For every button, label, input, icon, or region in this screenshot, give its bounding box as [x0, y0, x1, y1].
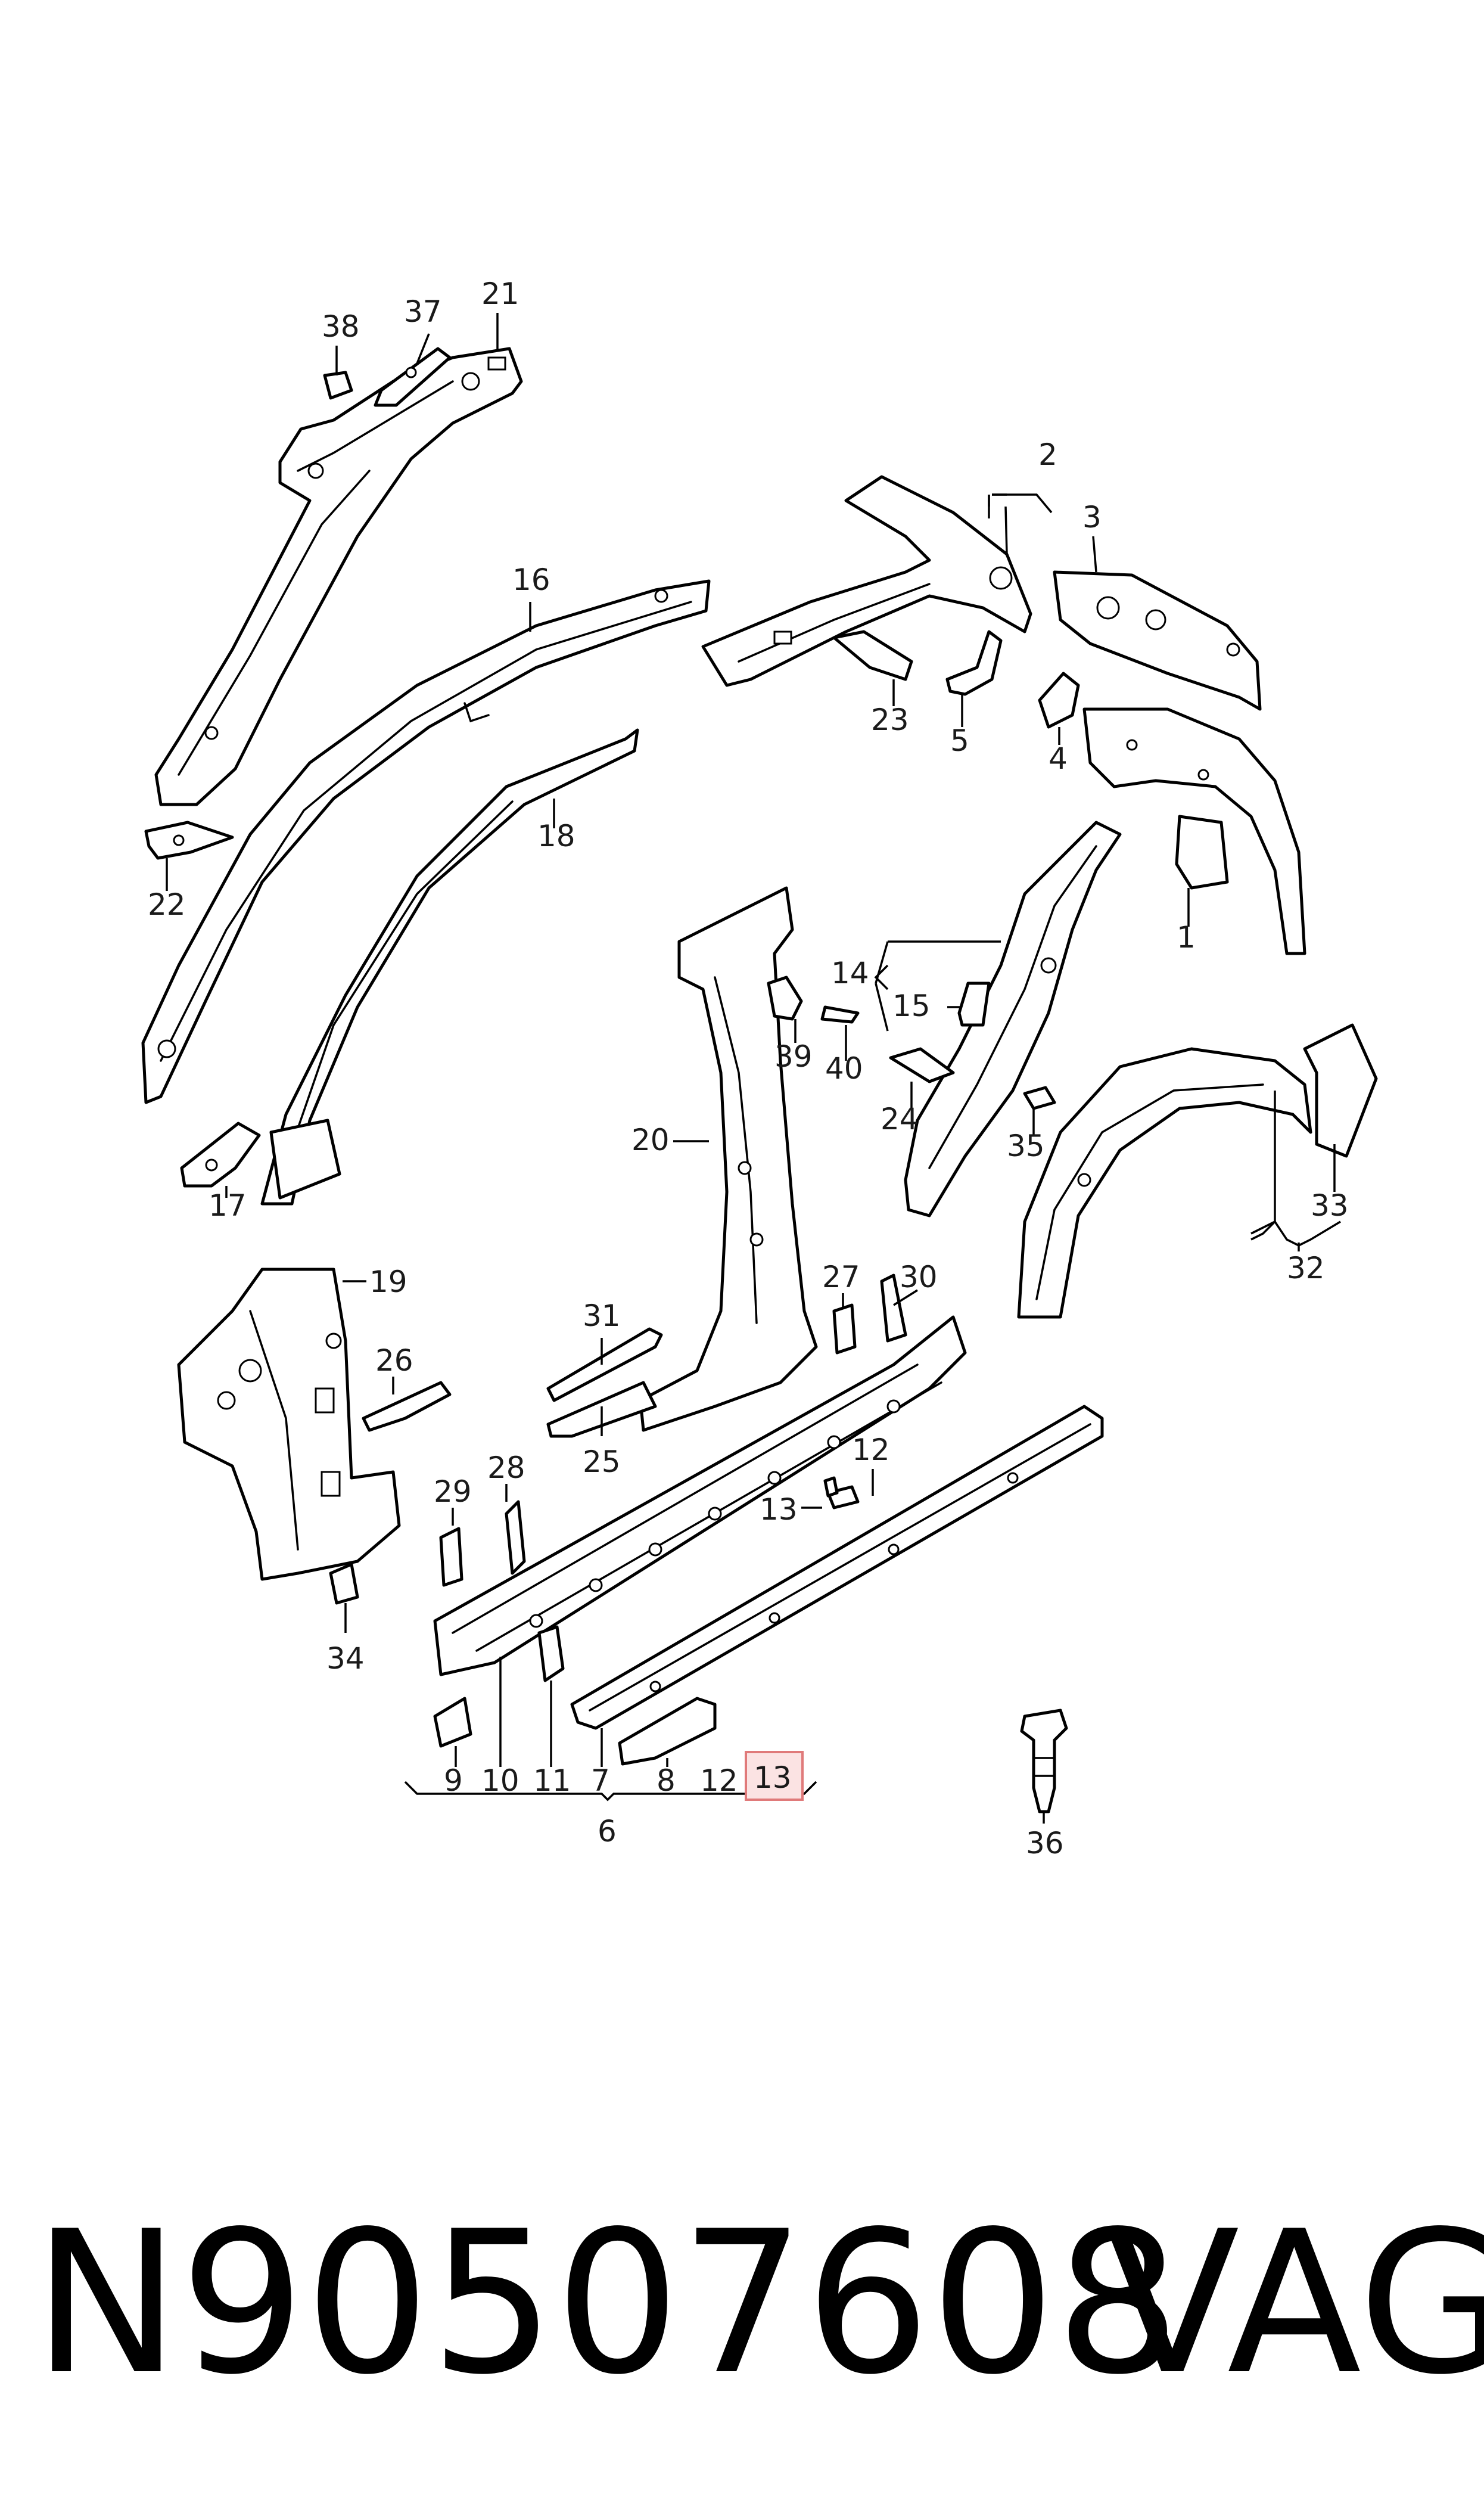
- callout-8: 8: [657, 1763, 676, 1798]
- callout-38: 38: [322, 309, 360, 344]
- callout-27: 27: [822, 1260, 860, 1294]
- part-34-clip: [329, 1563, 359, 1605]
- part-3-rear-panel: [1053, 570, 1262, 711]
- callout-6: 6: [598, 1814, 617, 1849]
- callout-37: 37: [404, 294, 442, 329]
- callout-18: 18: [537, 819, 575, 853]
- part-22-bracket: [144, 821, 234, 860]
- callout-3: 3: [1082, 500, 1102, 535]
- part-8-bracket: [618, 1697, 717, 1766]
- part-39-bracket: [767, 976, 803, 1021]
- callout-17: 17: [209, 1188, 247, 1223]
- part-38-clip: [323, 371, 353, 400]
- callout-11: 11: [533, 1763, 571, 1798]
- part-33-bracket: [1303, 1023, 1378, 1158]
- part-20-b-pillar: [639, 886, 818, 1432]
- highlight-box-13: [745, 1751, 804, 1801]
- part-9-bracket: [433, 1697, 472, 1748]
- callout-12b: 12: [700, 1763, 738, 1798]
- callout-28: 28: [487, 1450, 525, 1485]
- callout-31: 31: [583, 1299, 621, 1333]
- callout-21: 21: [481, 277, 519, 311]
- callout-13a: 13: [760, 1492, 798, 1527]
- callout-14: 14: [831, 956, 869, 990]
- callout-15: 15: [892, 989, 931, 1023]
- part-37-bracket: [374, 347, 452, 407]
- part-31-sill-bracket: [546, 1327, 663, 1402]
- callout-39: 39: [774, 1039, 813, 1074]
- callout-12a: 12: [852, 1433, 890, 1467]
- part-7-sill-inner: [570, 1405, 1104, 1730]
- callout-32: 32: [1287, 1251, 1325, 1285]
- part-27-bracket: [832, 1303, 857, 1355]
- part-26-bracket: [362, 1381, 452, 1432]
- part-15-bracket: [957, 981, 991, 1027]
- part-10-sill-outer: [433, 1315, 967, 1676]
- callout-30: 30: [900, 1260, 938, 1294]
- callout-5: 5: [950, 723, 969, 758]
- part-24-bracket: [889, 1047, 955, 1083]
- callout-33: 33: [1311, 1188, 1349, 1223]
- part-30-bracket: [880, 1274, 907, 1343]
- part-18-inner-roof-frame: [260, 728, 639, 1206]
- callout-20: 20: [631, 1123, 670, 1157]
- part-23-bracket: [832, 630, 913, 681]
- part-13-clip: [823, 1476, 839, 1498]
- part-36-push-rivet: [1020, 1709, 1068, 1813]
- callout-26: 26: [375, 1343, 413, 1378]
- callout-35: 35: [1007, 1129, 1045, 1163]
- callout-19: 19: [369, 1265, 407, 1299]
- callout-40: 40: [825, 1051, 863, 1086]
- callout-2: 2: [1038, 437, 1057, 472]
- callout-4: 4: [1049, 741, 1068, 776]
- callout-13b: 13: [754, 1760, 792, 1795]
- callout-34: 34: [326, 1641, 365, 1676]
- callout-9: 9: [444, 1763, 463, 1798]
- callout-7: 7: [591, 1763, 610, 1798]
- part-16-roof-rail: [141, 579, 711, 1104]
- part-29-bracket: [439, 1527, 463, 1587]
- callout-22: 22: [148, 887, 186, 922]
- part-5-bracket: [945, 630, 1003, 696]
- callout-labels: 21 37 38 2 3 16 23 5 4 18 22 1 14 15 39 …: [148, 277, 1349, 1860]
- part-21-a-pillar-upper: [154, 347, 523, 806]
- callout-10: 10: [481, 1763, 519, 1798]
- part-number: N90507608: [33, 2189, 1181, 2418]
- part-32-wheel-house-inner: [1017, 1047, 1312, 1319]
- part-19-a-pillar-lower: [177, 1268, 401, 1581]
- brand-name: VAG: [1105, 2189, 1484, 2418]
- part-40-clip: [820, 1005, 860, 1024]
- callout-36: 36: [1026, 1826, 1064, 1860]
- part-1-wheel-arch-outer: [1082, 707, 1306, 955]
- leader-lines: [166, 313, 1341, 1824]
- callout-16: 16: [512, 563, 550, 597]
- callout-29: 29: [434, 1474, 472, 1509]
- part-2-rear-side-member: [701, 475, 1032, 687]
- callout-23: 23: [871, 703, 909, 737]
- part-11-bracket: [537, 1625, 565, 1682]
- part-17-bracket: [180, 1122, 261, 1188]
- part-28-bracket: [505, 1500, 526, 1575]
- part-4-plate: [1038, 672, 1080, 729]
- callout-1: 1: [1177, 920, 1196, 955]
- part-35-clip: [1023, 1086, 1056, 1110]
- callout-25: 25: [583, 1445, 621, 1479]
- callout-24: 24: [881, 1102, 919, 1136]
